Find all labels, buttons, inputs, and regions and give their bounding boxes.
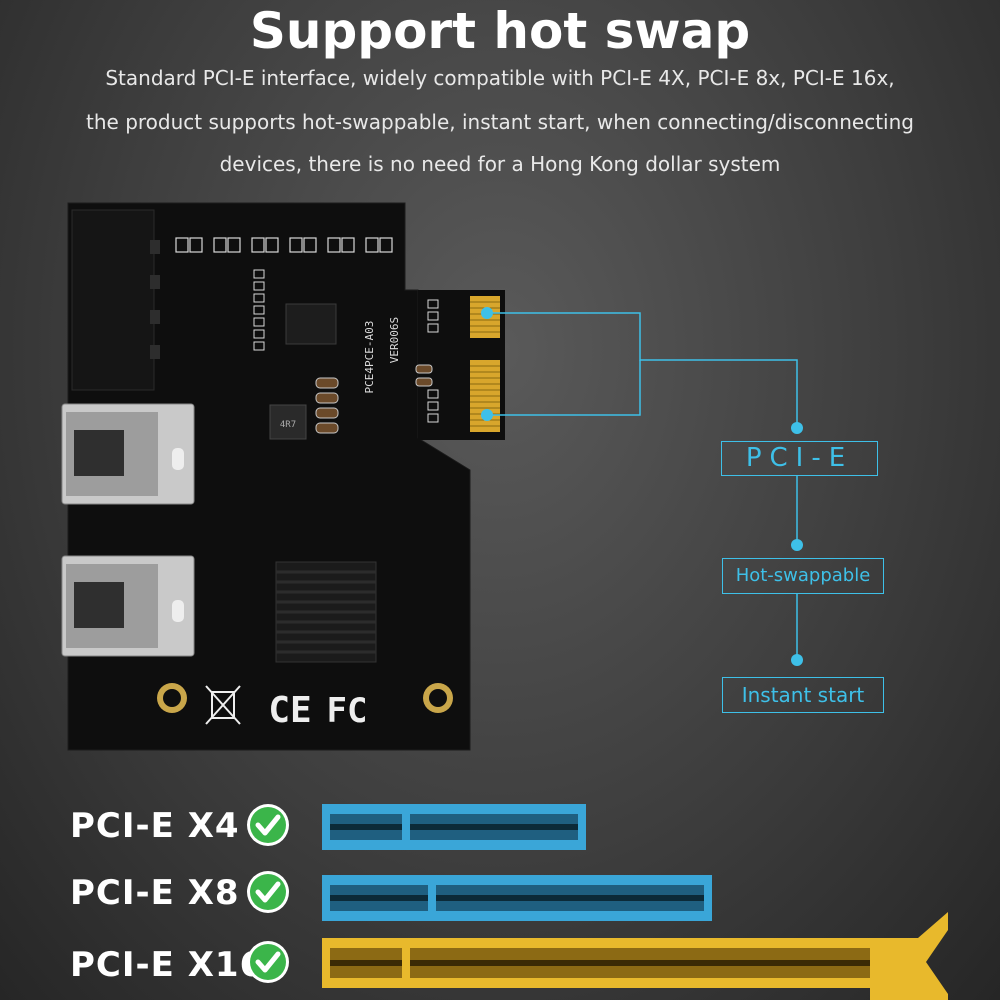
callout-dot-2 bbox=[791, 539, 803, 551]
callout-dot-3 bbox=[791, 654, 803, 666]
slot-x4 bbox=[322, 804, 586, 850]
usb-port-top bbox=[61, 403, 195, 505]
slot-label-x4: PCI-E X4 bbox=[70, 806, 240, 846]
weee-bin-icon bbox=[205, 685, 241, 725]
controller-chip bbox=[285, 303, 337, 345]
heatsink bbox=[275, 561, 377, 663]
board-version-label: VER006S bbox=[388, 317, 401, 363]
description-line-2: the product supports hot-swappable, inst… bbox=[86, 110, 914, 134]
slot-x8 bbox=[322, 875, 712, 921]
callout-dot-1 bbox=[791, 422, 803, 434]
instant-start-callout: Instant start bbox=[722, 677, 884, 713]
check-icon bbox=[247, 804, 289, 846]
power-connector bbox=[71, 209, 155, 391]
slot-label-x8: PCI-E X8 bbox=[70, 873, 240, 913]
inductor-label: 4R7 bbox=[280, 420, 296, 430]
callout-lines bbox=[493, 312, 798, 656]
hot-swappable-callout: Hot-swappable bbox=[722, 558, 884, 594]
ce-mark: CE bbox=[268, 690, 311, 731]
inductor bbox=[269, 404, 307, 440]
check-icon bbox=[247, 871, 289, 913]
description-line-1: Standard PCI-E interface, widely compati… bbox=[105, 66, 895, 90]
fc-mark: FC bbox=[327, 691, 368, 731]
description-line-3: devices, there is no need for a Hong Kon… bbox=[219, 152, 781, 176]
slot-x16 bbox=[322, 912, 948, 1000]
check-icon bbox=[247, 941, 289, 983]
usb-port-bottom bbox=[61, 555, 195, 657]
slot-label-x16: PCI-E X16 bbox=[70, 945, 265, 985]
pcie-callout: PCI-E bbox=[721, 441, 878, 476]
page-title: Support hot swap bbox=[249, 2, 751, 60]
board-model-label: PCE4PCE-A03 bbox=[363, 321, 376, 394]
